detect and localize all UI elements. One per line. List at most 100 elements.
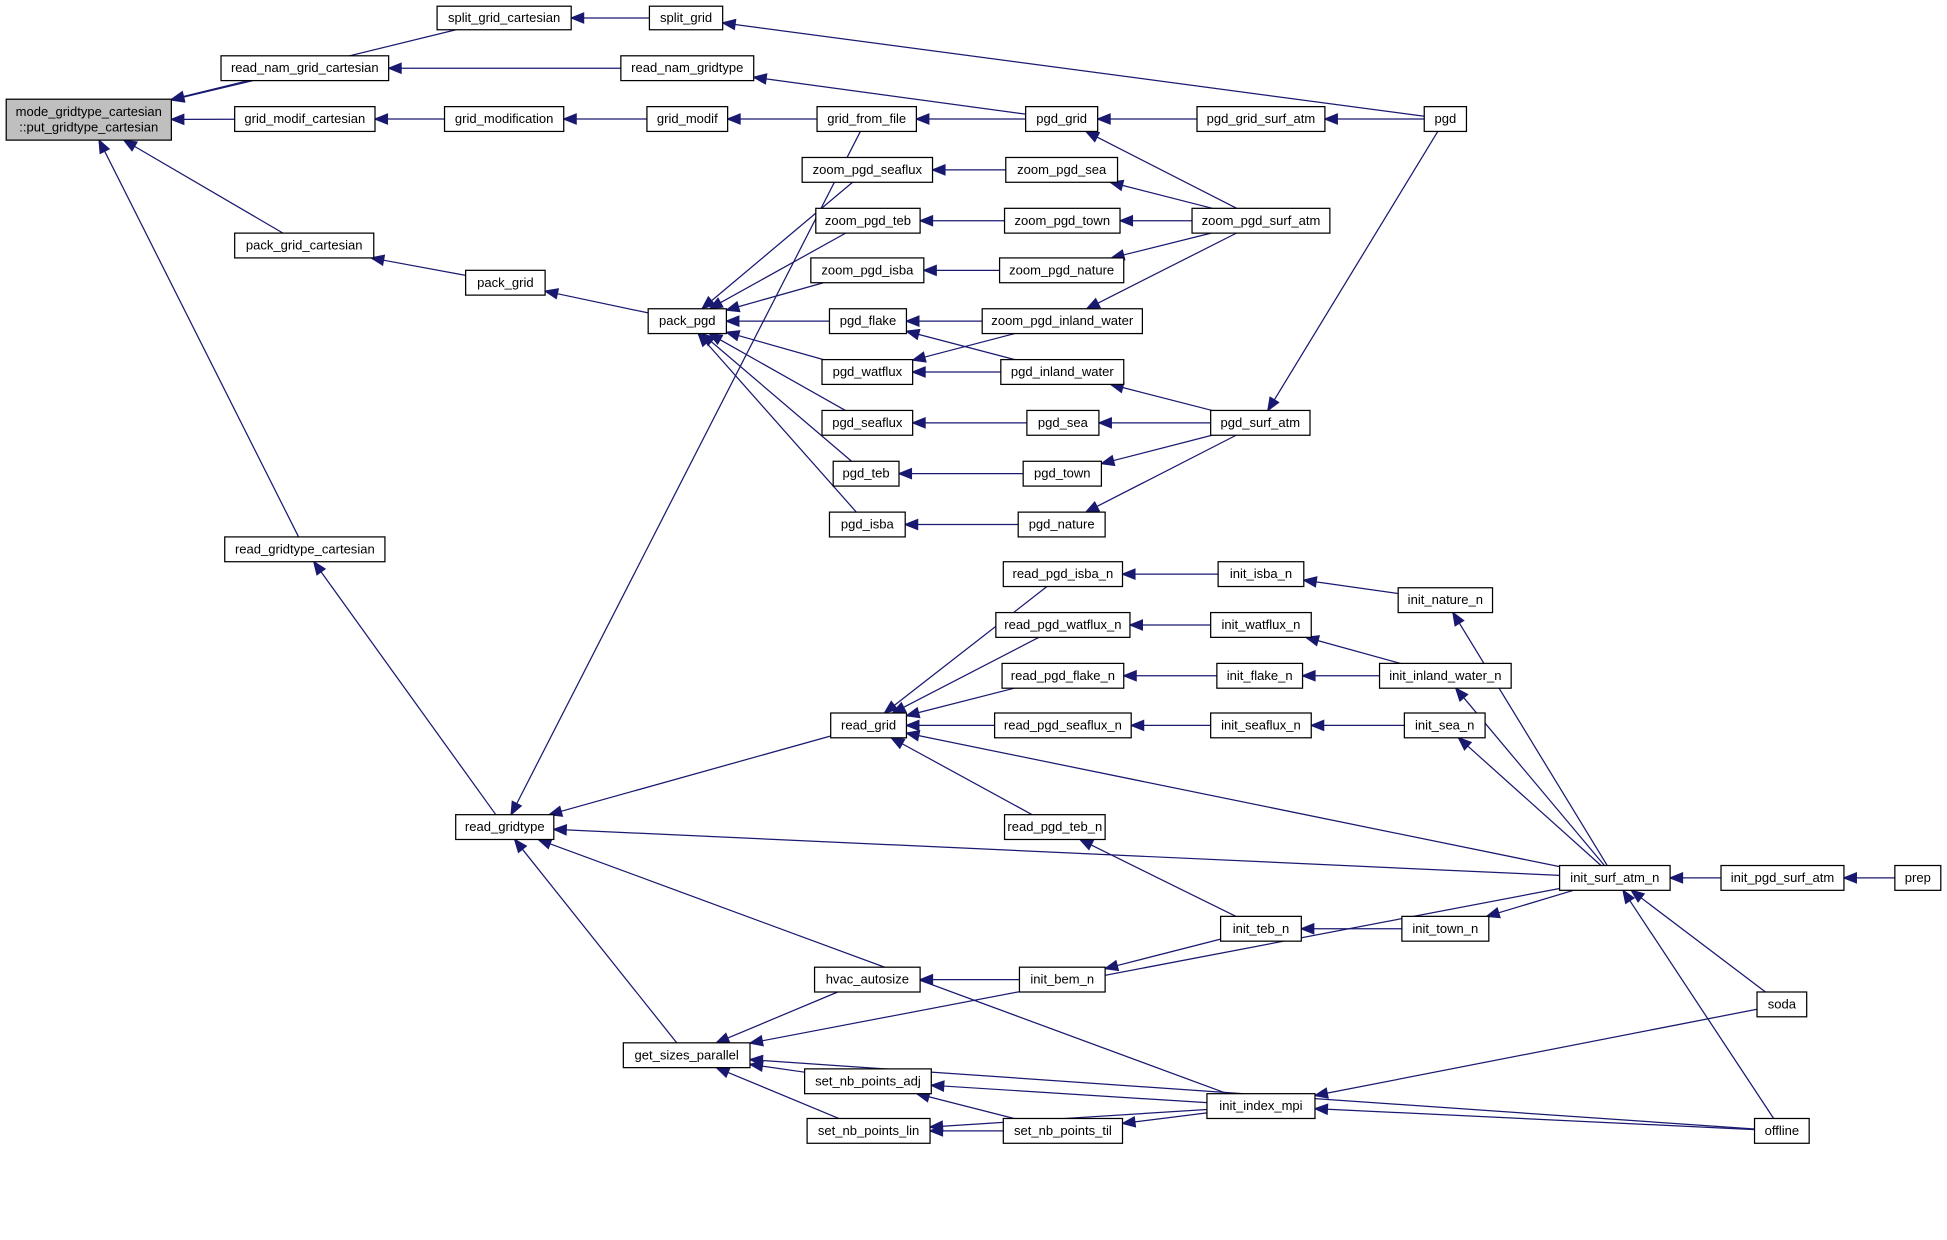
node-soda[interactable]: soda <box>1756 991 1808 1018</box>
node-read-pgd-flake-n[interactable]: read_pgd_flake_n <box>1001 662 1125 689</box>
node-grid-modif[interactable]: grid_modif <box>646 106 729 133</box>
node-read-nam-gridtype[interactable]: read_nam_gridtype <box>620 55 755 82</box>
node-pgd-inland-water[interactable]: pgd_inland_water <box>1000 358 1125 386</box>
node-pgd[interactable]: pgd <box>1423 106 1468 133</box>
node-init-seaflux-n[interactable]: init_seaflux_n <box>1210 712 1312 739</box>
node-label: soda <box>1768 996 1797 1011</box>
node-label: pack_grid_cartesian <box>246 238 363 253</box>
edge-line <box>762 1065 805 1073</box>
node-set-nb-points-lin[interactable]: set_nb_points_lin <box>806 1117 931 1144</box>
node-init-flake-n[interactable]: init_flake_n <box>1216 662 1304 689</box>
node-read-pgd-watflux-n[interactable]: read_pgd_watflux_n <box>995 611 1131 638</box>
node-read-pgd-teb-n[interactable]: read_pgd_teb_n <box>1003 814 1106 841</box>
node-read-pgd-seaflux-n[interactable]: read_pgd_seaflux_n <box>993 712 1132 739</box>
node-pgd-grid-surf-atm[interactable]: pgd_grid_surf_atm <box>1196 106 1326 133</box>
node-zoom-pgd-surf-atm[interactable]: zoom_pgd_surf_atm <box>1191 207 1331 234</box>
arrowhead-icon <box>708 297 724 310</box>
edge-hvac_autosize-to-get_sizes_parallel <box>714 991 838 1044</box>
node-pack-grid-cartesian[interactable]: pack_grid_cartesian <box>234 232 375 259</box>
node-init-pgd-surf-atm[interactable]: init_pgd_surf_atm <box>1720 864 1845 891</box>
node-offline[interactable]: offline <box>1753 1117 1810 1144</box>
node-box <box>646 106 729 133</box>
arrowhead-icon <box>513 838 528 854</box>
node-init-town-n[interactable]: init_town_n <box>1401 915 1490 942</box>
edge-init_town_n-to-init_teb_n <box>1299 922 1402 935</box>
node-zoom-pgd-teb[interactable]: zoom_pgd_teb <box>815 207 921 234</box>
node-pack-grid[interactable]: pack_grid <box>465 269 546 296</box>
arrowhead-icon <box>1084 130 1101 143</box>
node-label: pgd_sea <box>1038 415 1089 430</box>
node-pgd-surf-atm[interactable]: pgd_surf_atm <box>1210 409 1311 436</box>
edge-grid_from_file-to-read_gridtype <box>510 131 861 817</box>
node-set-nb-points-adj[interactable]: set_nb_points_adj <box>804 1068 932 1095</box>
node-grid-modification[interactable]: grid_modification <box>443 106 565 133</box>
edge-pgd_nature-to-pgd_isba <box>903 518 1019 531</box>
edge-line <box>711 181 853 302</box>
arrowhead-icon <box>1128 619 1143 631</box>
edge-pgd-to-split_grid <box>721 18 1425 117</box>
node-init-bem-n[interactable]: init_bem_n <box>1018 966 1106 993</box>
node-label: read_pgd_watflux_n <box>1004 617 1121 632</box>
arrowhead-icon <box>1103 959 1120 972</box>
node-prep[interactable]: prep <box>1894 864 1942 891</box>
node-read-nam-grid-cartesian[interactable]: read_nam_grid_cartesian <box>220 55 390 82</box>
arrowhead-icon <box>911 351 927 363</box>
node-zoom-pgd-inland-water[interactable]: zoom_pgd_inland_water <box>981 308 1143 335</box>
node-zoom-pgd-nature[interactable]: zoom_pgd_nature <box>998 257 1125 284</box>
node-grid-modif-cartesian[interactable]: grid_modif_cartesian <box>234 106 376 133</box>
node-init-sea-n[interactable]: init_sea_n <box>1403 712 1486 739</box>
arrowhead-icon <box>547 805 564 817</box>
node-get-sizes-parallel[interactable]: get_sizes_parallel <box>622 1042 751 1069</box>
edge-init_sea_n-to-init_seaflux_n <box>1309 719 1405 732</box>
edge-line <box>924 332 1015 358</box>
arrowhead-icon <box>1304 635 1321 647</box>
node-zoom-pgd-isba[interactable]: zoom_pgd_isba <box>810 257 925 284</box>
node-pgd-watflux[interactable]: pgd_watflux <box>821 358 914 386</box>
node-init-watflux-n[interactable]: init_watflux_n <box>1210 611 1312 638</box>
root-node[interactable]: mode_gridtype_cartesian::put_gridtype_ca… <box>5 98 172 141</box>
edge-init_seaflux_n-to-read_pgd_seaflux_n <box>1129 719 1211 732</box>
edge-line <box>1498 889 1574 914</box>
node-split-grid[interactable]: split_grid <box>648 5 724 31</box>
node-box <box>1753 1117 1810 1144</box>
node-box <box>436 5 572 31</box>
edge-split_grid-to-split_grid_cartesian <box>569 12 650 24</box>
edge-line <box>383 259 466 276</box>
node-hvac-autosize[interactable]: hvac_autosize <box>813 966 921 993</box>
node-grid-from-file[interactable]: grid_from_file <box>816 106 918 133</box>
node-init-index-mpi[interactable]: init_index_mpi <box>1206 1093 1316 1120</box>
node-init-inland-water-n[interactable]: init_inland_water_n <box>1378 662 1512 689</box>
node-pgd-flake[interactable]: pgd_flake <box>828 308 908 335</box>
edge-init_index_mpi-to-set_nb_points_adj <box>929 1080 1207 1104</box>
arrowhead-icon <box>98 138 111 155</box>
node-pgd-nature[interactable]: pgd_nature <box>1017 511 1106 538</box>
node-box <box>815 207 921 234</box>
node-set-nb-points-til[interactable]: set_nb_points_til <box>1002 1117 1124 1144</box>
arrowhead-icon <box>724 330 741 342</box>
node-read-pgd-isba-n[interactable]: read_pgd_isba_n <box>1002 561 1124 588</box>
node-zoom-pgd-sea[interactable]: zoom_pgd_sea <box>1005 156 1119 183</box>
arrowhead-icon <box>1267 396 1280 412</box>
node-label: init_seaflux_n <box>1221 717 1301 732</box>
node-pgd-isba[interactable]: pgd_isba <box>828 511 906 538</box>
node-box <box>1216 662 1304 689</box>
node-init-teb-n[interactable]: init_teb_n <box>1219 915 1302 942</box>
node-pgd-grid[interactable]: pgd_grid <box>1025 106 1099 133</box>
node-pgd-teb[interactable]: pgd_teb <box>832 460 900 487</box>
node-read-gridtype-cartesian[interactable]: read_gridtype_cartesian <box>224 536 386 563</box>
arrowhead-icon <box>748 1034 764 1047</box>
node-zoom-pgd-seaflux[interactable]: zoom_pgd_seaflux <box>801 156 934 183</box>
node-pack-pgd[interactable]: pack_pgd <box>647 308 728 335</box>
node-init-surf-atm-n[interactable]: init_surf_atm_n <box>1558 864 1671 891</box>
node-zoom-pgd-town[interactable]: zoom_pgd_town <box>1003 207 1121 234</box>
node-init-nature-n[interactable]: init_nature_n <box>1397 587 1494 614</box>
node-init-isba-n[interactable]: init_isba_n <box>1217 561 1305 588</box>
node-split-grid-cartesian[interactable]: split_grid_cartesian <box>436 5 572 31</box>
node-pgd-seaflux[interactable]: pgd_seaflux <box>821 409 914 436</box>
arrowhead-icon <box>724 300 741 313</box>
node-pgd-town[interactable]: pgd_town <box>1022 460 1103 487</box>
node-pgd-sea[interactable]: pgd_sea <box>1026 409 1100 436</box>
node-read-gridtype[interactable]: read_gridtype <box>455 814 555 841</box>
node-box <box>1219 915 1302 942</box>
node-read-grid[interactable]: read_grid <box>830 712 908 739</box>
